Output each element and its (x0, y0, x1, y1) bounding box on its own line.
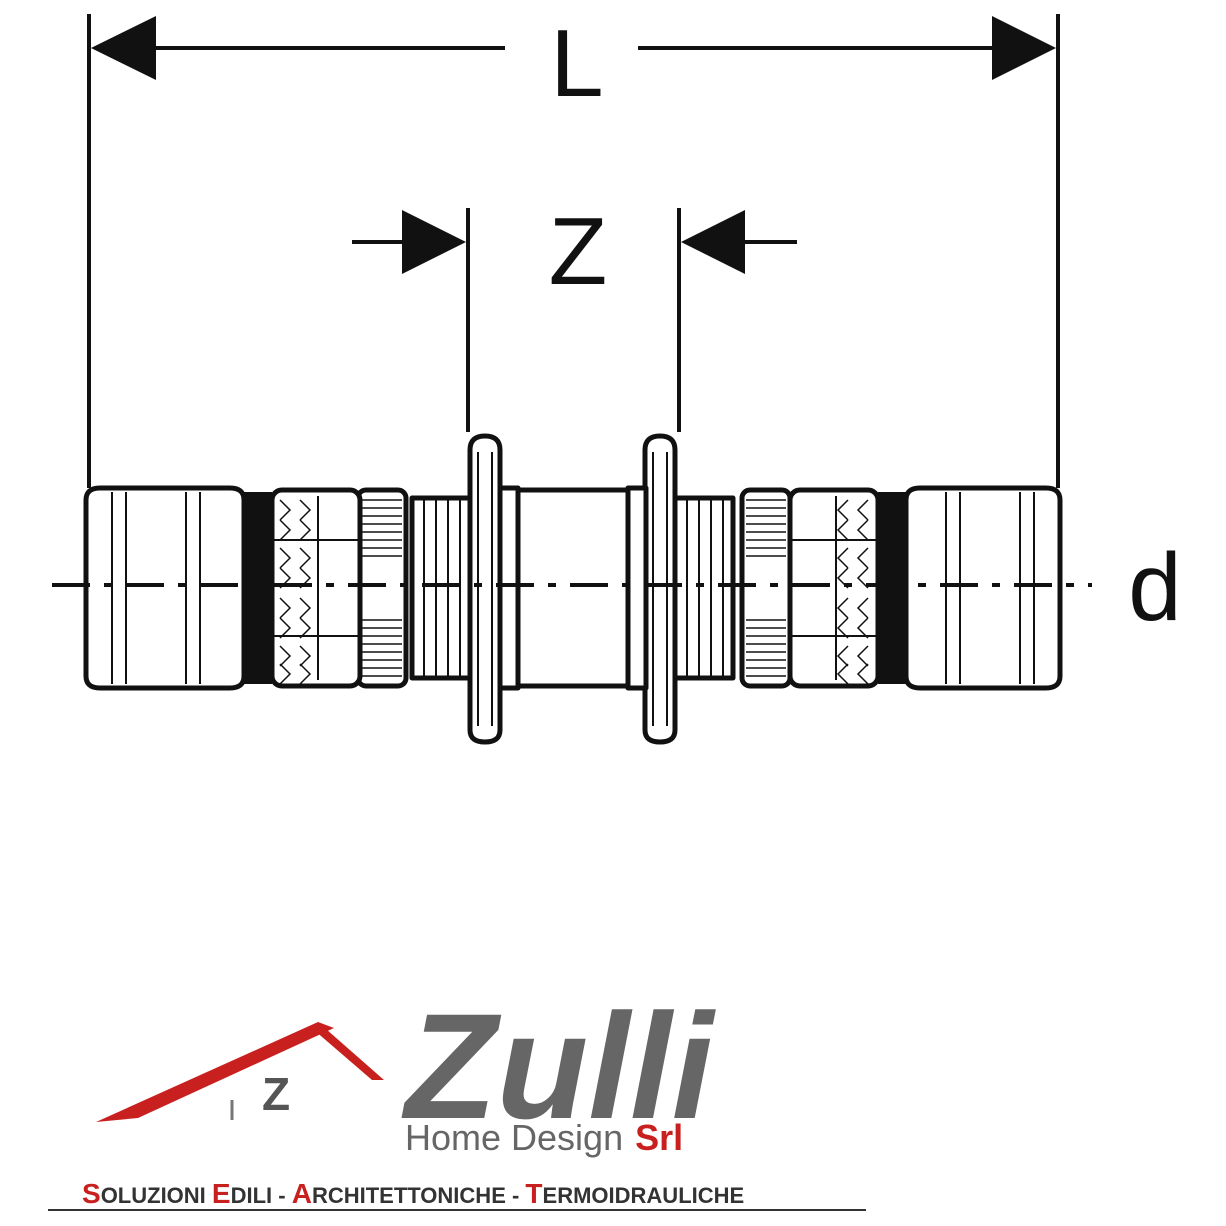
right-clamp-knurl (836, 499, 869, 685)
right-collar (642, 433, 678, 745)
o-rings (244, 492, 906, 684)
left-o-ring (244, 492, 272, 684)
center-tube (497, 487, 653, 689)
right-press-sleeve (903, 485, 1063, 691)
right-grip-ring (739, 487, 793, 689)
logo-roof-left (96, 1022, 334, 1122)
dimension-label-d: d (1128, 534, 1181, 641)
left-collar (467, 433, 503, 745)
arrowhead-z-left (402, 210, 466, 274)
right-collar-step (625, 485, 649, 691)
press-fitting-body (83, 433, 1063, 745)
left-clamp-knurl (279, 499, 312, 685)
dimension-z (352, 208, 797, 432)
right-o-ring (878, 492, 906, 684)
dimension-label-z: Z (549, 198, 608, 305)
logo-tagline: SOLUZIONI EDILI - ARCHITETTONICHE - TERM… (82, 1178, 744, 1209)
dimension-l (87, 14, 1060, 488)
left-clamp-body (269, 487, 363, 689)
right-clamp-body (787, 487, 881, 689)
arrowhead-l-left (91, 16, 156, 80)
logo-mark-letter: Z (262, 1068, 290, 1120)
logo-wordmark: Zulli (401, 982, 717, 1150)
left-thread-neck (409, 495, 473, 681)
right-thread-neck (672, 495, 736, 681)
left-collar-step (497, 485, 521, 691)
dimension-label-l: L (550, 10, 603, 117)
left-grip-ring (355, 487, 409, 689)
logo-roof-right (314, 1022, 384, 1080)
arrowhead-z-right (681, 210, 745, 274)
grip-ring-hatching (362, 499, 786, 677)
arrowhead-l-right (992, 16, 1056, 80)
thread-ridges (423, 500, 724, 676)
left-press-sleeve (83, 485, 247, 691)
